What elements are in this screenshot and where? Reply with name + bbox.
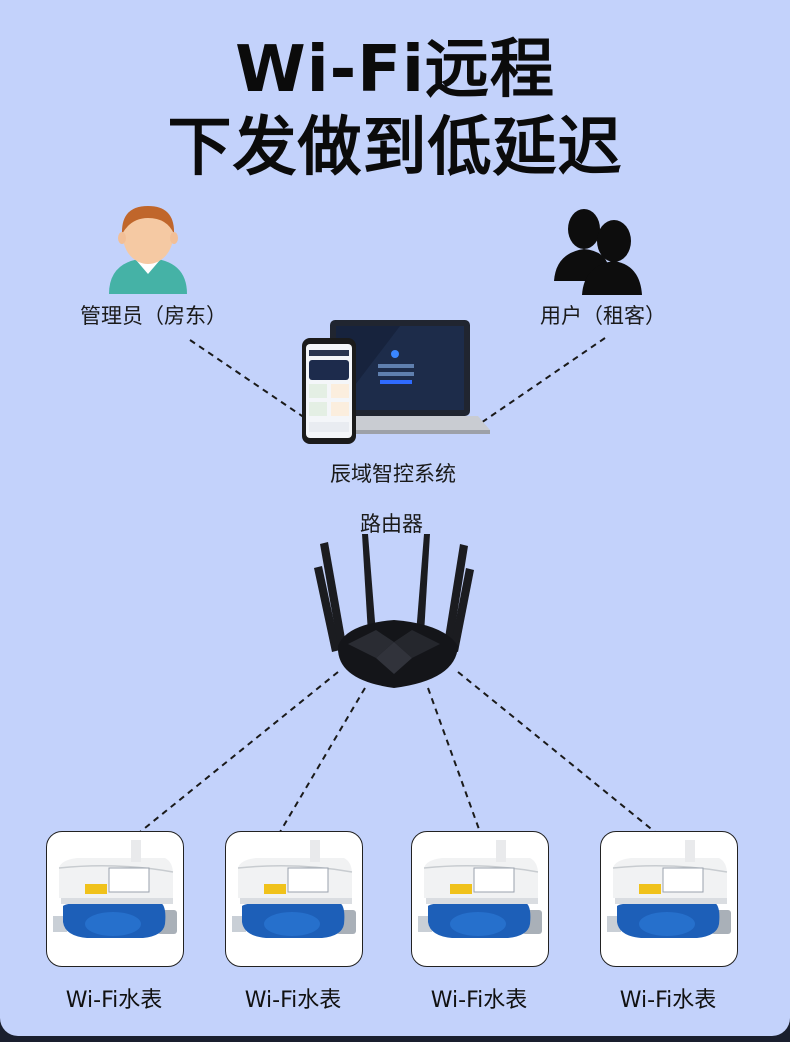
water-meter-icon — [418, 840, 542, 938]
title-line-2: 下发做到低延迟 — [167, 111, 623, 185]
title-line-1: Wi-Fi远程 — [235, 33, 555, 107]
link-admin-system — [189, 339, 306, 419]
router-label: 路由器 — [360, 512, 423, 536]
meter-label: Wi-Fi水表 — [619, 988, 717, 1013]
system-label: 辰域智控系统 — [330, 462, 456, 486]
meter-label: Wi-Fi水表 — [65, 988, 163, 1013]
person-icon — [109, 206, 187, 294]
laptop-phone-icon — [302, 320, 490, 444]
meter-card — [46, 831, 184, 967]
meter-card — [411, 831, 549, 967]
meter-label: Wi-Fi水表 — [430, 988, 528, 1013]
link-router-meter-4 — [457, 671, 656, 833]
link-router-meter-1 — [139, 671, 339, 833]
meter-card — [225, 831, 363, 967]
water-meter-icon — [607, 840, 731, 938]
user-label: 用户（租客） — [540, 304, 666, 328]
admin-label: 管理员（房东） — [80, 304, 227, 328]
link-router-meter-2 — [279, 687, 366, 833]
water-meter-icon — [232, 840, 356, 938]
link-router-meter-3 — [427, 687, 481, 833]
router-icon — [314, 534, 474, 688]
users-icon — [554, 209, 642, 295]
meter-label: Wi-Fi水表 — [244, 988, 342, 1013]
water-meter-icon — [53, 840, 177, 938]
meter-card — [600, 831, 738, 967]
link-user-system — [477, 337, 606, 426]
